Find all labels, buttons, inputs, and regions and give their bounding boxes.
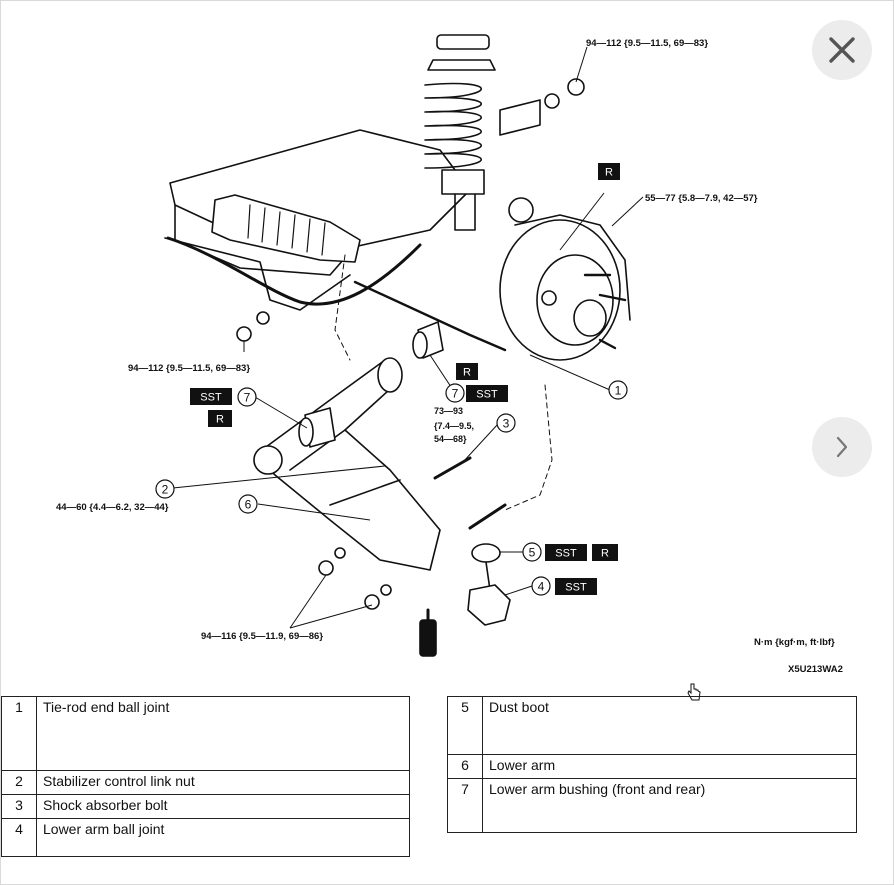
svg-text:7: 7	[244, 391, 251, 405]
row-description: Lower arm bushing (front and rear)	[482, 778, 857, 833]
next-button[interactable]	[812, 417, 872, 477]
table-row: 1 Tie-rod end ball joint	[1, 696, 410, 771]
badge-sst-ball-joint: SST	[555, 578, 597, 595]
svg-text:R: R	[601, 548, 609, 560]
callout-2: 2	[155, 479, 175, 499]
leader-lines	[172, 46, 644, 629]
row-description: Stabilizer control link nut	[36, 770, 410, 795]
row-description: Lower arm	[482, 754, 857, 779]
svg-text:SST: SST	[565, 582, 587, 594]
chevron-right-icon	[836, 436, 848, 458]
row-description: Lower arm ball joint	[36, 818, 410, 857]
table-row: 7 Lower arm bushing (front and rear)	[447, 778, 857, 833]
svg-text:R: R	[605, 167, 613, 179]
torque-label-link-nut: 44—60 {4.4—6.2, 32—44}	[56, 502, 169, 513]
row-description: Shock absorber bolt	[36, 794, 410, 819]
close-icon	[829, 37, 855, 63]
row-description: Dust boot	[482, 696, 857, 755]
row-number: 3	[1, 794, 37, 819]
torque-label-shock-bolt-line2: {7.4—9.5,	[434, 421, 474, 431]
callout-5: 5	[522, 542, 542, 562]
callout-7-rear: 7	[445, 383, 465, 403]
torque-label-top-nut: 94—112 {9.5—11.5, 69—83}	[586, 38, 708, 49]
badge-r-top: R	[598, 163, 620, 180]
row-number: 5	[447, 696, 483, 755]
badge-r-front: R	[208, 410, 232, 427]
torque-label-lower-nuts: 94—116 {9.5—11.9, 69—86}	[201, 631, 323, 642]
svg-text:R: R	[463, 367, 471, 379]
badge-r-rear: R	[456, 363, 478, 380]
torque-label-shock-bolt-line3: 54—68}	[434, 434, 467, 444]
units-label: N·m {kgf·m, ft·lbf}	[754, 637, 835, 648]
svg-text:3: 3	[503, 417, 510, 431]
callout-7-front: 7	[237, 387, 257, 407]
row-number: 4	[1, 818, 37, 857]
svg-text:SST: SST	[476, 389, 498, 401]
torque-label-shock-bolt-line1: 73—93	[434, 406, 463, 416]
badge-sst-rear: SST	[466, 385, 508, 402]
callout-3: 3	[496, 413, 516, 433]
suspension-line-art	[164, 34, 631, 657]
svg-text:SST: SST	[200, 392, 222, 404]
table-row: 3 Shock absorber bolt	[1, 794, 410, 819]
row-number: 1	[1, 696, 37, 771]
legend-table-left: 1 Tie-rod end ball joint 2 Stabilizer co…	[1, 696, 410, 857]
row-number: 6	[447, 754, 483, 779]
badge-sst-front: SST	[190, 388, 232, 405]
suspension-diagram: 94—112 {9.5—11.5, 69—83} 55—77 {5.8—7.9,…	[56, 34, 843, 675]
row-number: 2	[1, 770, 37, 795]
torque-label-left-nut: 94—112 {9.5—11.5, 69—83}	[128, 363, 250, 374]
table-row: 4 Lower arm ball joint	[1, 818, 410, 857]
svg-text:7: 7	[452, 387, 459, 401]
callout-1: 1	[608, 380, 628, 400]
table-row: 6 Lower arm	[447, 754, 857, 779]
svg-text:6: 6	[245, 498, 252, 512]
svg-text:SST: SST	[555, 548, 577, 560]
table-row: 2 Stabilizer control link nut	[1, 770, 410, 795]
close-button[interactable]	[812, 20, 872, 80]
torque-label-hub-nut: 55—77 {5.8—7.9, 42—57}	[645, 193, 758, 204]
row-number: 7	[447, 778, 483, 833]
svg-text:2: 2	[162, 483, 169, 497]
svg-text:R: R	[216, 414, 224, 426]
svg-text:1: 1	[615, 384, 622, 398]
svg-text:5: 5	[529, 546, 536, 560]
svg-text:4: 4	[538, 580, 545, 594]
table-row: 5 Dust boot	[447, 696, 857, 755]
badge-sst-dust-boot: SST	[545, 544, 587, 561]
badge-r-dust-boot: R	[592, 544, 618, 561]
callout-6: 6	[238, 494, 258, 514]
row-description: Tie-rod end ball joint	[36, 696, 410, 771]
callout-4: 4	[531, 576, 551, 596]
figure-code: X5U213WA2	[788, 664, 843, 675]
legend-table-right: 5 Dust boot 6 Lower arm 7 Lower arm bush…	[447, 696, 857, 833]
